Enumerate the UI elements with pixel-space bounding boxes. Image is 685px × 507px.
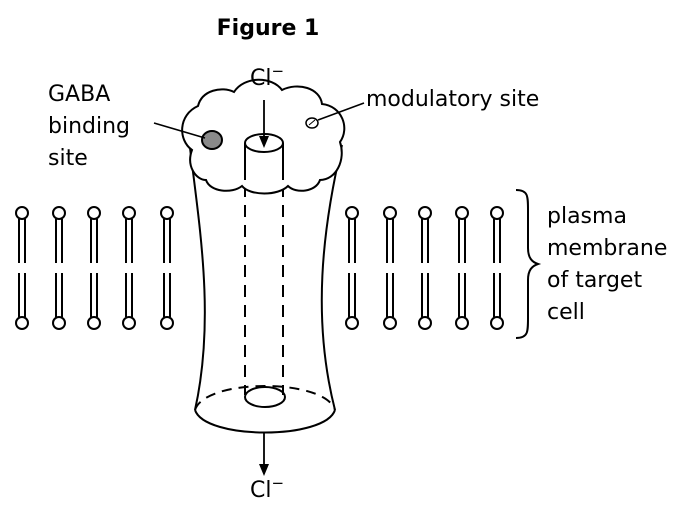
lipid-tails-lower [126,273,132,317]
lipid-tails-upper [126,219,132,263]
phospholipid-right-5 [491,207,503,329]
lipid-tails-upper [494,219,500,263]
lipid-head-top [346,207,358,219]
lipid-tails-lower [56,273,62,317]
membrane-label-line3: of target [547,268,642,293]
lipid-head-bottom [123,317,135,329]
lipid-head-top [161,207,173,219]
modulatory-site-label: modulatory site [366,87,539,112]
lipid-tails-lower [422,273,428,317]
chloride-ion-bottom: Cl− [250,474,284,502]
lipid-head-bottom [346,317,358,329]
lipid-head-bottom [53,317,65,329]
gaba-label-line2: binding [48,114,130,139]
lipid-head-top [456,207,468,219]
lipid-head-top [384,207,396,219]
lipid-tails-lower [459,273,465,317]
membrane-lipids-left [16,207,173,329]
phospholipid-right-1 [346,207,358,329]
lipid-tails-upper [349,219,355,263]
lipid-tails-lower [91,273,97,317]
gaba-binding-site [202,131,222,149]
phospholipid-left-1 [16,207,28,329]
membrane-label-line2: membrane [547,236,667,261]
phospholipid-left-3 [88,207,100,329]
gaba-label-line1: GABA [48,82,110,107]
bottom-pore-opening [245,387,285,407]
lipid-head-top [53,207,65,219]
lipid-tails-upper [387,219,393,263]
lipid-tails-lower [349,273,355,317]
channel-body-right-edge [322,145,342,410]
phospholipid-right-4 [456,207,468,329]
ion-arrow-bottom [259,432,269,476]
lipid-head-bottom [419,317,431,329]
lipid-tails-upper [56,219,62,263]
phospholipid-right-2 [384,207,396,329]
lipid-head-top [88,207,100,219]
lipid-head-bottom [88,317,100,329]
phospholipid-left-4 [123,207,135,329]
lipid-tails-upper [459,219,465,263]
channel-bottom-front-rim [195,410,335,433]
lipid-head-bottom [384,317,396,329]
lipid-tails-upper [91,219,97,263]
phospholipid-left-2 [53,207,65,329]
lipid-head-top [419,207,431,219]
lipid-tails-upper [164,219,170,263]
lipid-tails-lower [387,273,393,317]
lipid-tails-lower [164,273,170,317]
gaba-label-line3: site [48,146,88,171]
phospholipid-right-3 [419,207,431,329]
figure-title: Figure 1 [217,16,320,41]
lipid-head-bottom [161,317,173,329]
lipid-head-top [16,207,28,219]
lipid-head-bottom [456,317,468,329]
lipid-head-bottom [16,317,28,329]
lipid-head-bottom [491,317,503,329]
membrane-label-line1: plasma [547,204,627,229]
membrane-brace [516,190,538,338]
membrane-lipids-right [346,207,503,329]
lipid-head-top [491,207,503,219]
channel-body-left-edge [190,148,205,410]
lipid-tails-lower [494,273,500,317]
phospholipid-left-5 [161,207,173,329]
lipid-tails-upper [19,219,25,263]
membrane-label-line4: cell [547,300,585,325]
lipid-tails-upper [422,219,428,263]
lipid-tails-lower [19,273,25,317]
lipid-head-top [123,207,135,219]
